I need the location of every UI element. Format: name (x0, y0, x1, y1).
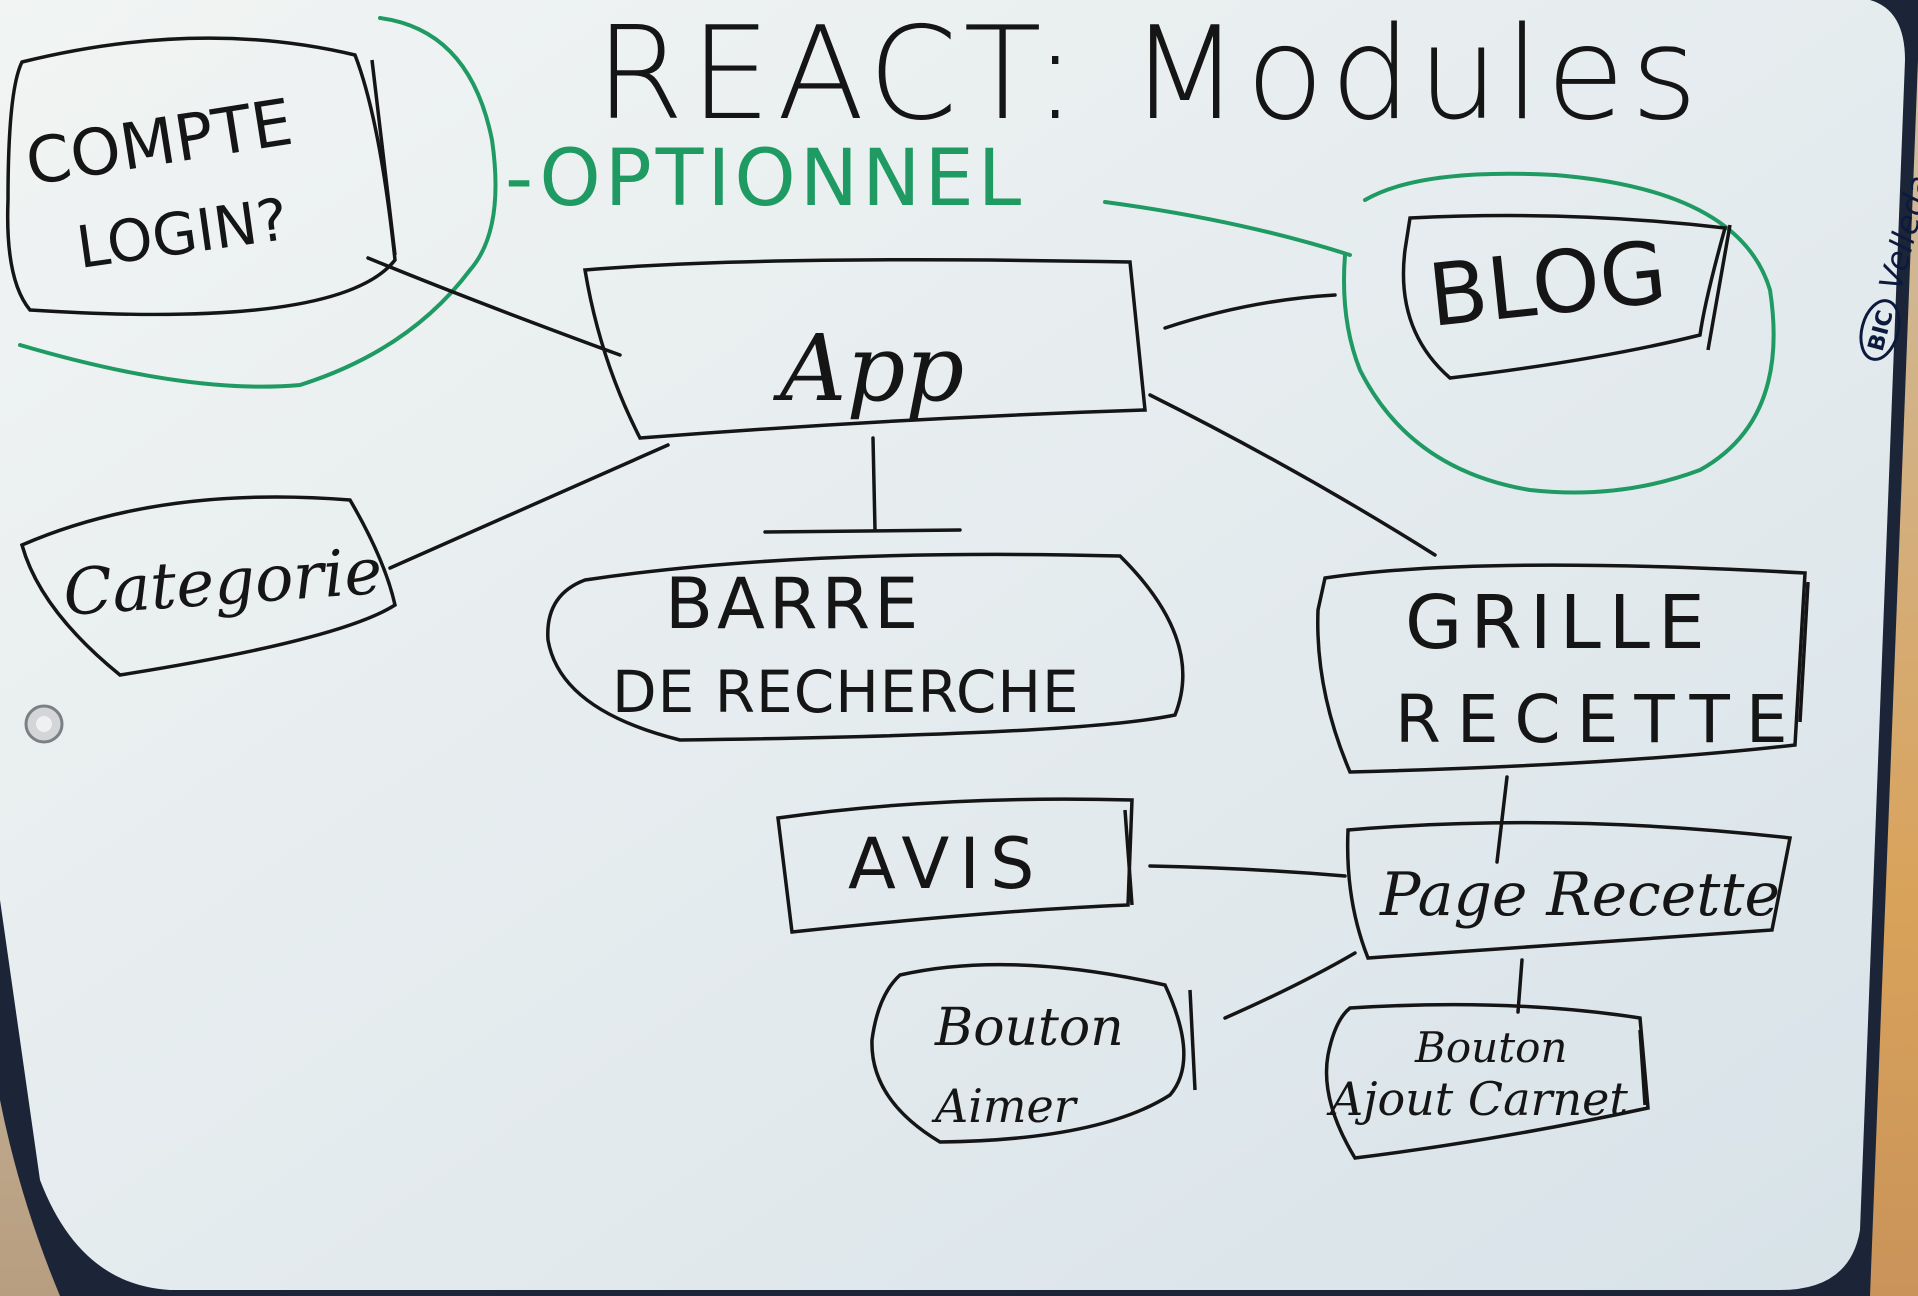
optional-group-right (1103, 171, 1776, 495)
node-barre-recherche: BARRE DE RECHERCHE (546, 552, 1185, 742)
node-grille-recette: GRILLE RECETTE (1316, 563, 1810, 774)
node-app: App (582, 258, 1147, 440)
node-bouton-ajout-carnet-line1: Bouton (1414, 1023, 1567, 1072)
node-barre-recherche-line2: DE RECHERCHE (612, 658, 1080, 726)
node-bouton-aimer-line1: Bouton (934, 998, 1124, 1058)
node-page-recette-label: Page Recette (1379, 860, 1780, 930)
node-bouton-aimer: Bouton Aimer (870, 962, 1197, 1144)
node-bouton-aimer-line2: Aimer (931, 1079, 1079, 1133)
node-app-label: App (772, 315, 964, 422)
connector-lines (366, 256, 1524, 1020)
node-avis-label: AVIS (848, 823, 1044, 905)
node-blog-label: BLOG (1424, 223, 1671, 347)
node-blog: BLOG (1401, 213, 1732, 380)
diagram-title: REACT: Modules (595, 0, 1704, 149)
node-barre-recherche-line1: BARRE (665, 563, 922, 645)
node-page-recette: Page Recette (1345, 820, 1793, 960)
node-grille-recette-line1: GRILLE (1405, 580, 1713, 666)
node-grille-recette-line2: RECETTE (1395, 681, 1804, 758)
pin-icon (24, 704, 64, 744)
node-avis: AVIS (776, 797, 1134, 934)
optional-label: -OPTIONNEL (505, 134, 1025, 224)
node-bouton-ajout-carnet-line2: Ajout Carnet (1326, 1072, 1628, 1126)
node-bouton-ajout-carnet: Bouton Ajout Carnet (1324, 1002, 1650, 1160)
